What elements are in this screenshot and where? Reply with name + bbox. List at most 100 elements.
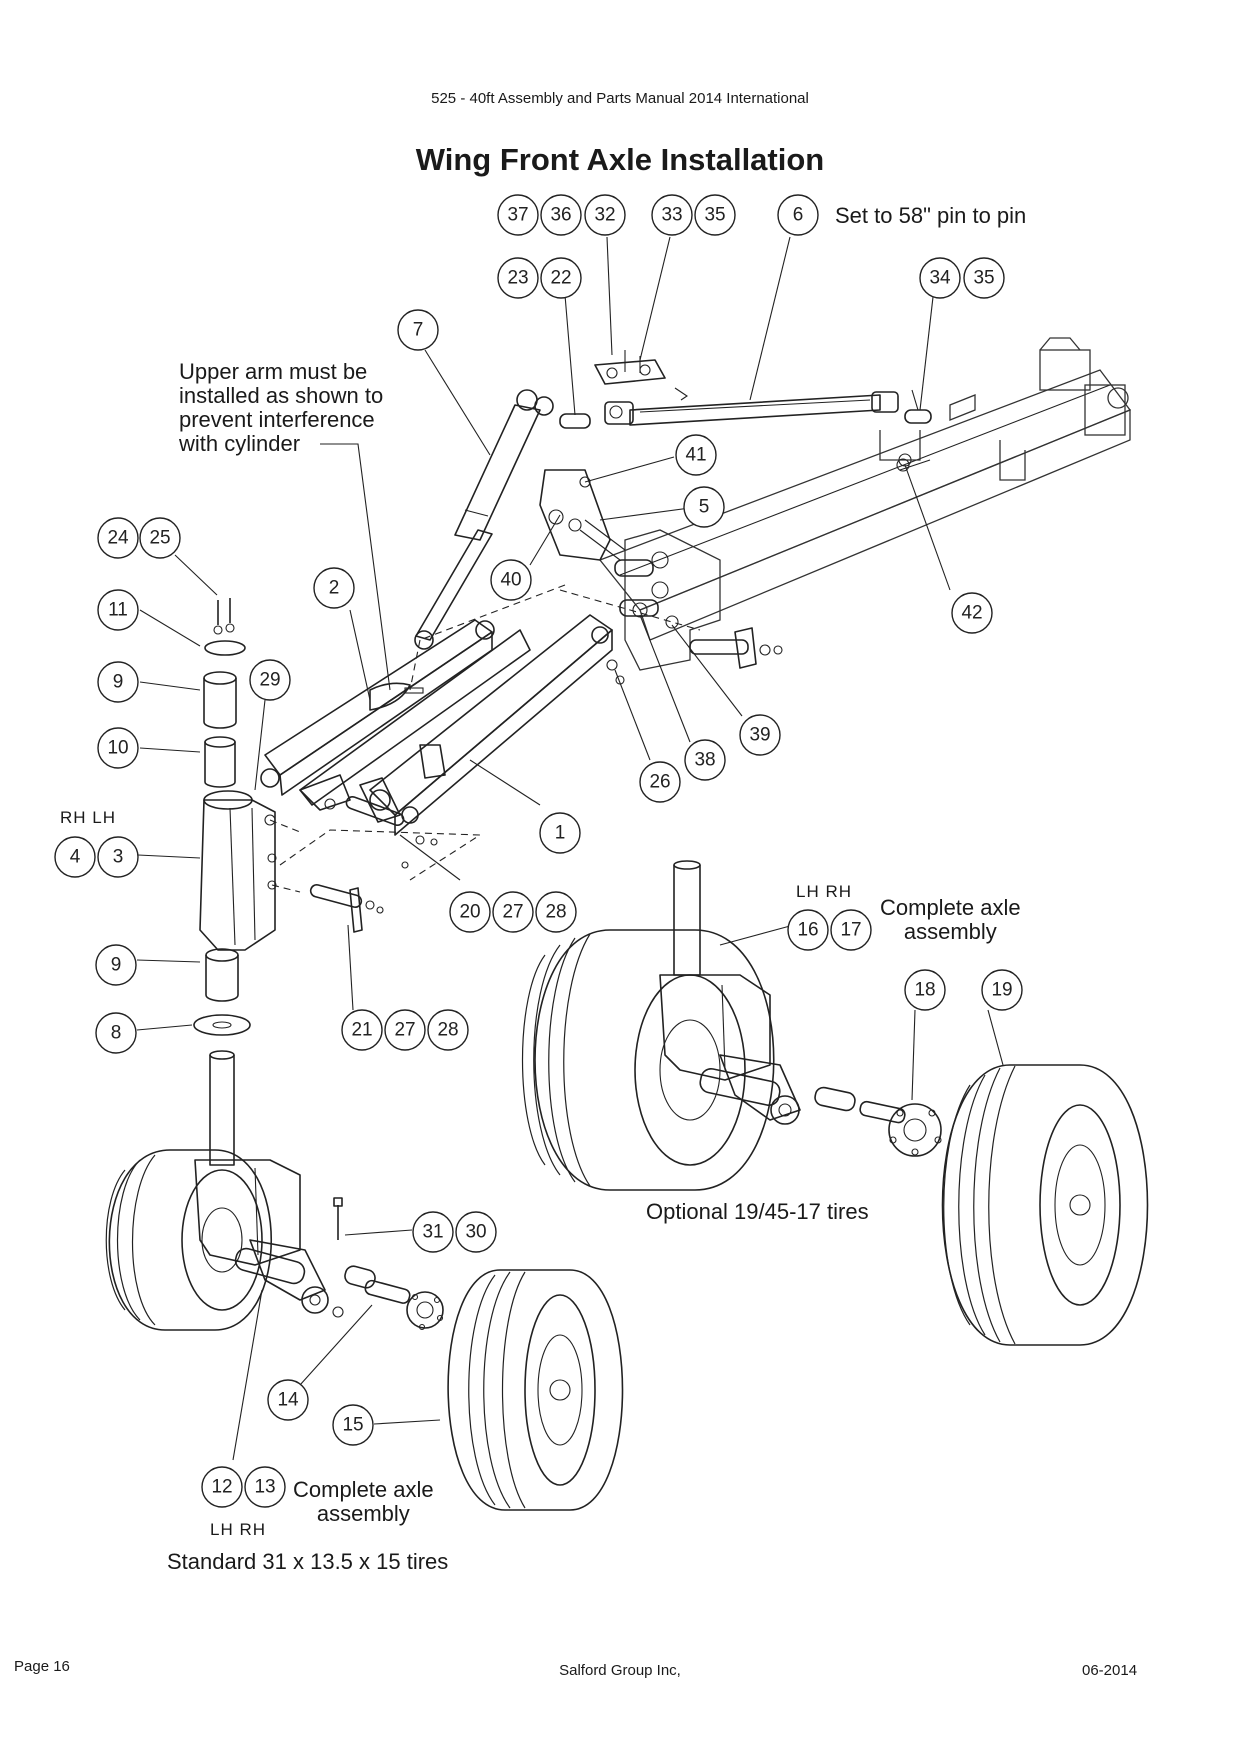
svg-text:42: 42 [961, 603, 982, 624]
svg-text:40: 40 [500, 570, 521, 591]
svg-text:21: 21 [351, 1020, 372, 1041]
svg-text:19: 19 [991, 980, 1012, 1001]
callout-3: 3 [97, 836, 139, 878]
svg-text:5: 5 [699, 497, 710, 518]
callout-5: 5 [683, 486, 725, 528]
callout-36: 36 [540, 194, 582, 236]
arm-plate [539, 469, 783, 669]
svg-text:22: 22 [550, 268, 571, 289]
standard-tires-note: Standard 31 x 13.5 x 15 tires [167, 1549, 449, 1574]
callout-4: 4 [54, 836, 96, 878]
svg-text:39: 39 [749, 725, 770, 746]
callout-9: 9 [97, 661, 139, 703]
callout-30: 30 [455, 1211, 497, 1253]
svg-text:3: 3 [113, 847, 124, 868]
callout-20: 20 [449, 891, 491, 933]
callout-28: 28 [535, 891, 577, 933]
callout-41: 41 [675, 434, 717, 476]
callout-37: 37 [497, 194, 539, 236]
turnbuckle-link [559, 350, 932, 472]
callout-16: 16 [787, 909, 829, 951]
svg-text:1: 1 [555, 823, 566, 844]
king-pin-stack [193, 598, 301, 1036]
svg-text:35: 35 [973, 268, 994, 289]
callout-32: 32 [584, 194, 626, 236]
svg-text:2: 2 [329, 578, 340, 599]
svg-text:17: 17 [840, 920, 861, 941]
callout-34: 34 [919, 257, 961, 299]
svg-text:27: 27 [502, 902, 523, 923]
callout-15: 15 [332, 1404, 374, 1446]
standard-axle-assembly [105, 1050, 624, 1511]
svg-text:20: 20 [459, 902, 480, 923]
svg-text:9: 9 [113, 672, 124, 693]
callout-21: 21 [341, 1009, 383, 1051]
callout-38: 38 [684, 739, 726, 781]
callout-8: 8 [95, 1012, 137, 1054]
callout-17: 17 [830, 909, 872, 951]
svg-text:23: 23 [507, 268, 528, 289]
svg-text:35: 35 [704, 205, 725, 226]
callout-27: 27 [492, 891, 534, 933]
svg-text:13: 13 [254, 1477, 275, 1498]
svg-text:29: 29 [259, 670, 280, 691]
svg-text:27: 27 [394, 1020, 415, 1041]
svg-text:24: 24 [107, 528, 129, 549]
callout-7: 7 [397, 309, 439, 351]
rh-lh-label: RH LH [60, 808, 117, 827]
callout-28b: 28 [427, 1009, 469, 1051]
callout-23: 23 [497, 257, 539, 299]
callout-12: 12 [201, 1466, 243, 1508]
leader-lines [136, 236, 1004, 1461]
pin-setting-note: Set to 58" pin to pin [835, 203, 1027, 228]
svg-text:28: 28 [437, 1020, 458, 1041]
svg-text:15: 15 [342, 1415, 363, 1436]
callout-1: 1 [539, 812, 581, 854]
optional-axle-assembly [521, 860, 1149, 1346]
svg-text:41: 41 [685, 445, 706, 466]
svg-text:7: 7 [413, 320, 424, 341]
svg-text:33: 33 [661, 205, 682, 226]
lower-arm [279, 589, 701, 933]
callout-9b: 9 [95, 944, 137, 986]
optional-tires-note: Optional 19/45-17 tires [646, 1199, 869, 1224]
callout-10: 10 [97, 727, 139, 769]
svg-text:18: 18 [914, 980, 935, 1001]
company-name: Salford Group Inc, [559, 1662, 681, 1679]
svg-text:26: 26 [649, 772, 670, 793]
callout-33: 33 [651, 194, 693, 236]
svg-text:30: 30 [465, 1222, 486, 1243]
optional-axle-note: Complete axle assembly [880, 895, 1021, 944]
svg-text:16: 16 [797, 920, 818, 941]
svg-text:31: 31 [422, 1222, 443, 1243]
svg-text:38: 38 [694, 750, 715, 771]
svg-text:11: 11 [108, 600, 128, 621]
upper-arm-note: Upper arm must be installed as shown to … [179, 359, 384, 456]
lh-rh-optional-label: LH RH [796, 882, 853, 901]
upper-arm [260, 584, 566, 806]
callout-35b: 35 [963, 257, 1005, 299]
callout-19: 19 [981, 969, 1023, 1011]
callout-26: 26 [639, 761, 681, 803]
callout-22: 22 [540, 257, 582, 299]
callout-24: 24 [97, 517, 139, 559]
svg-text:36: 36 [550, 205, 571, 226]
hydraulic-cylinder [414, 389, 554, 650]
svg-text:28: 28 [545, 902, 566, 923]
svg-text:4: 4 [70, 847, 81, 868]
callout-2: 2 [313, 567, 355, 609]
callout-31: 31 [412, 1211, 454, 1253]
svg-text:12: 12 [211, 1477, 232, 1498]
svg-text:9: 9 [111, 955, 122, 976]
manual-header: 525 - 40ft Assembly and Parts Manual 201… [431, 90, 809, 107]
svg-text:10: 10 [107, 738, 128, 759]
callout-25: 25 [139, 517, 181, 559]
callout-11: 11 [97, 589, 139, 631]
publish-date: 06-2014 [1082, 1662, 1138, 1679]
callout-29: 29 [249, 659, 291, 701]
svg-text:6: 6 [793, 205, 804, 226]
svg-text:14: 14 [277, 1390, 299, 1411]
callout-35: 35 [694, 194, 736, 236]
callout-40: 40 [490, 559, 532, 601]
